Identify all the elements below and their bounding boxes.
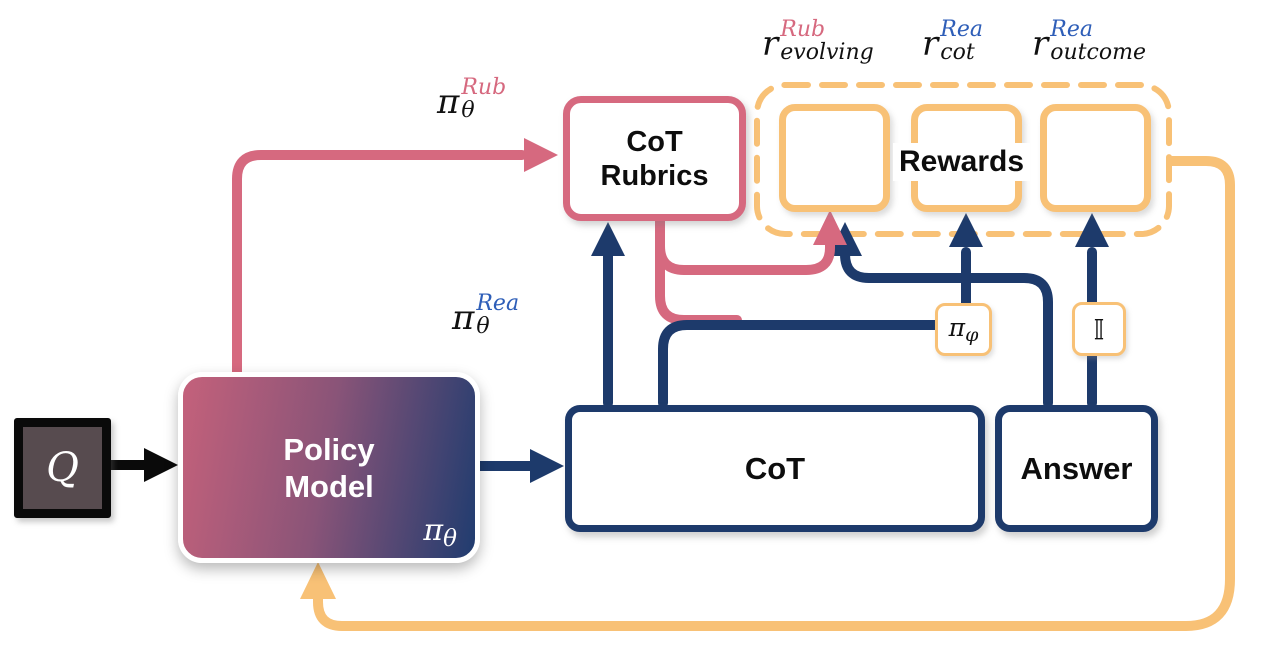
reward-box-outcome bbox=[1040, 104, 1151, 212]
arrow-policy-to-rubrics bbox=[232, 150, 527, 377]
line-rewards-feedback-loop bbox=[313, 156, 1235, 631]
query-box: Q bbox=[14, 418, 111, 518]
label-pi-rub: π Rub θ bbox=[437, 75, 507, 124]
policy-model-box: Policy Model πθ bbox=[178, 372, 480, 563]
cot-label: CoT bbox=[744, 450, 806, 486]
rewards-label: Rewards bbox=[893, 143, 1031, 181]
cot-rubrics-label: CoT Rubrics bbox=[600, 125, 709, 192]
answer-label: Answer bbox=[1020, 450, 1133, 486]
cot-rubrics-box: CoT Rubrics bbox=[563, 96, 746, 221]
label-r-evolving: r Rub evolving bbox=[762, 17, 874, 66]
arrowhead-judge-to-cot-reward bbox=[949, 213, 983, 247]
query-symbol: Q bbox=[46, 445, 79, 491]
arrowhead-cot-to-rubrics bbox=[591, 222, 625, 256]
answer-box: Answer bbox=[995, 405, 1158, 532]
indicator-box: 𝕀 bbox=[1072, 302, 1126, 356]
arrowhead-feedback-to-policy bbox=[300, 562, 336, 599]
arrowhead-answer-to-outcome-reward bbox=[1075, 213, 1109, 247]
line-rubrics-to-judge bbox=[655, 216, 742, 325]
cot-box: CoT bbox=[565, 405, 985, 532]
label-r-outcome: r Rea outcome bbox=[1032, 17, 1146, 66]
arrow-rubrics-to-evolving-reward bbox=[655, 216, 835, 275]
label-pi-rea: π Rea θ bbox=[452, 291, 520, 340]
arrowhead-answer-to-evolving-reward bbox=[828, 222, 862, 256]
judge-symbol-pi-phi: πφ bbox=[948, 313, 979, 346]
indicator-symbol: 𝕀 bbox=[1093, 312, 1105, 346]
reward-box-evolving bbox=[779, 104, 890, 212]
judge-model-box: πφ bbox=[935, 303, 992, 356]
arrow-answer-to-evolving-reward bbox=[840, 241, 1053, 408]
policy-model-label: Policy Model bbox=[283, 431, 375, 504]
arrowhead-policy-to-rubrics bbox=[524, 138, 558, 172]
arrowhead-query-to-policy bbox=[144, 448, 178, 482]
arrowhead-policy-to-cot bbox=[530, 449, 564, 483]
line-cot-to-judge bbox=[658, 320, 941, 408]
policy-symbol-pi-theta: πθ bbox=[423, 513, 457, 552]
arrowhead-rubrics-to-evolving-reward bbox=[813, 210, 847, 245]
label-r-cot: r Rea cot bbox=[922, 17, 983, 66]
